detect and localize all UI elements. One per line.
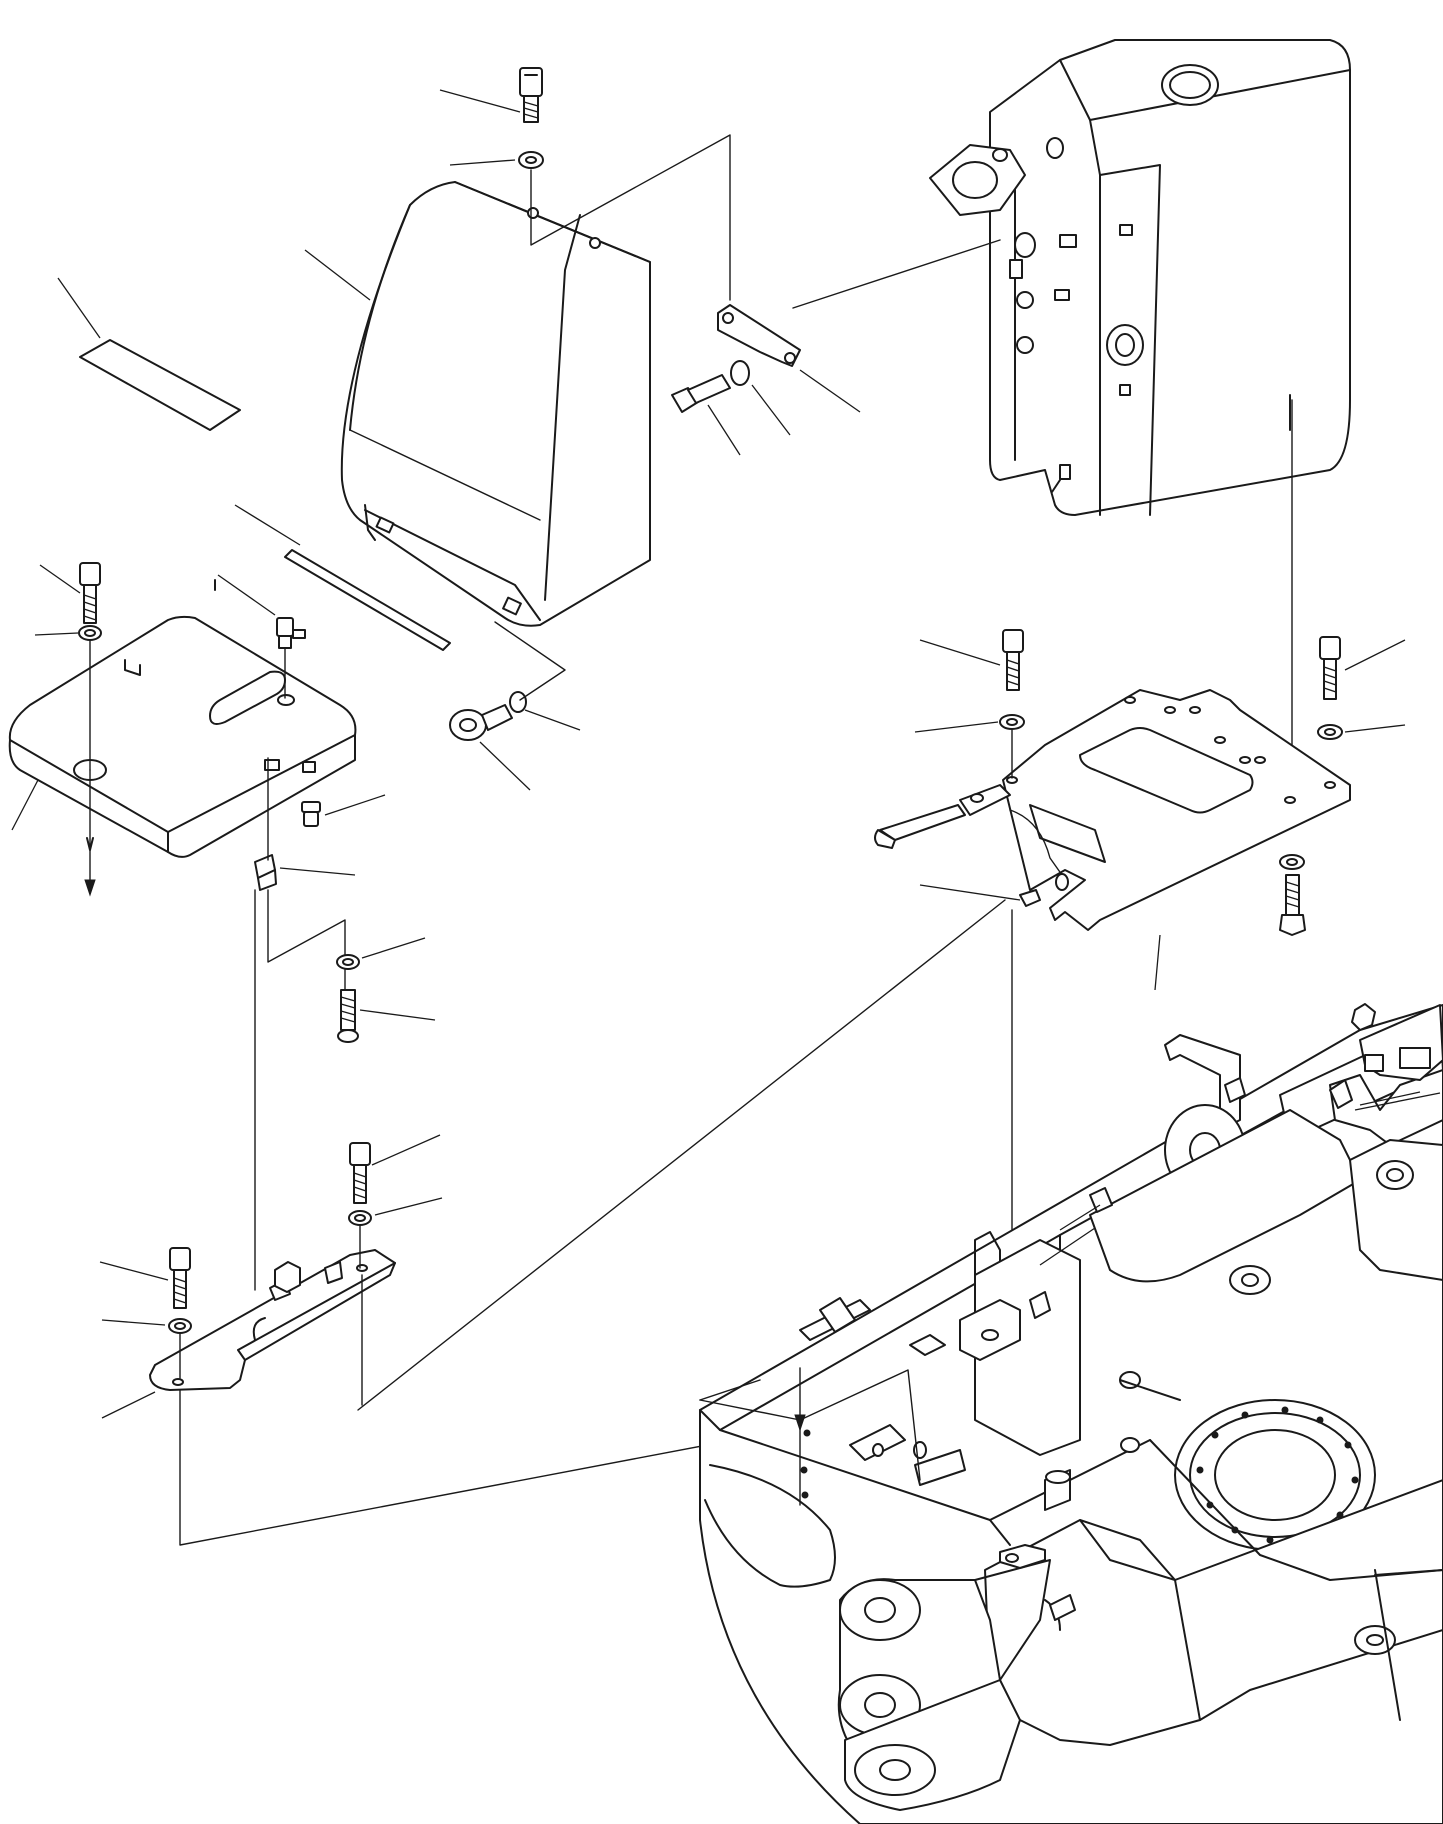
plug (301, 794, 386, 827)
bolt-plate-a (919, 629, 1024, 691)
washer-plate-a (914, 714, 1025, 779)
rod (234, 504, 451, 651)
washer-plate-b (1317, 724, 1406, 740)
switch (217, 574, 306, 699)
washer-lower-a (101, 1318, 192, 1334)
washer-left (34, 625, 102, 641)
label-strip (57, 277, 241, 431)
bolt-plate-b (1319, 636, 1406, 700)
bracket-small (717, 304, 861, 413)
screw-clamp (337, 989, 436, 1043)
bolt-plate-under (1279, 854, 1306, 936)
cover-plate-left (8, 579, 357, 897)
revolving-frame (699, 1003, 1443, 1824)
screw-top (439, 67, 543, 123)
washer-lower-b (348, 1197, 443, 1226)
cable-clamp (254, 757, 356, 1026)
cap-screw-lower (449, 621, 581, 791)
washer-top (449, 151, 544, 169)
cover-panel (304, 181, 651, 627)
washer-clamp (336, 937, 426, 970)
bolt-left (39, 562, 101, 624)
bolt-lower-b (349, 1134, 441, 1204)
bolt-side (671, 360, 791, 456)
tank (929, 39, 1351, 516)
bolt-lower-a (99, 1247, 191, 1309)
bracket-lower (101, 1249, 396, 1419)
mounting-plate (874, 689, 1351, 991)
